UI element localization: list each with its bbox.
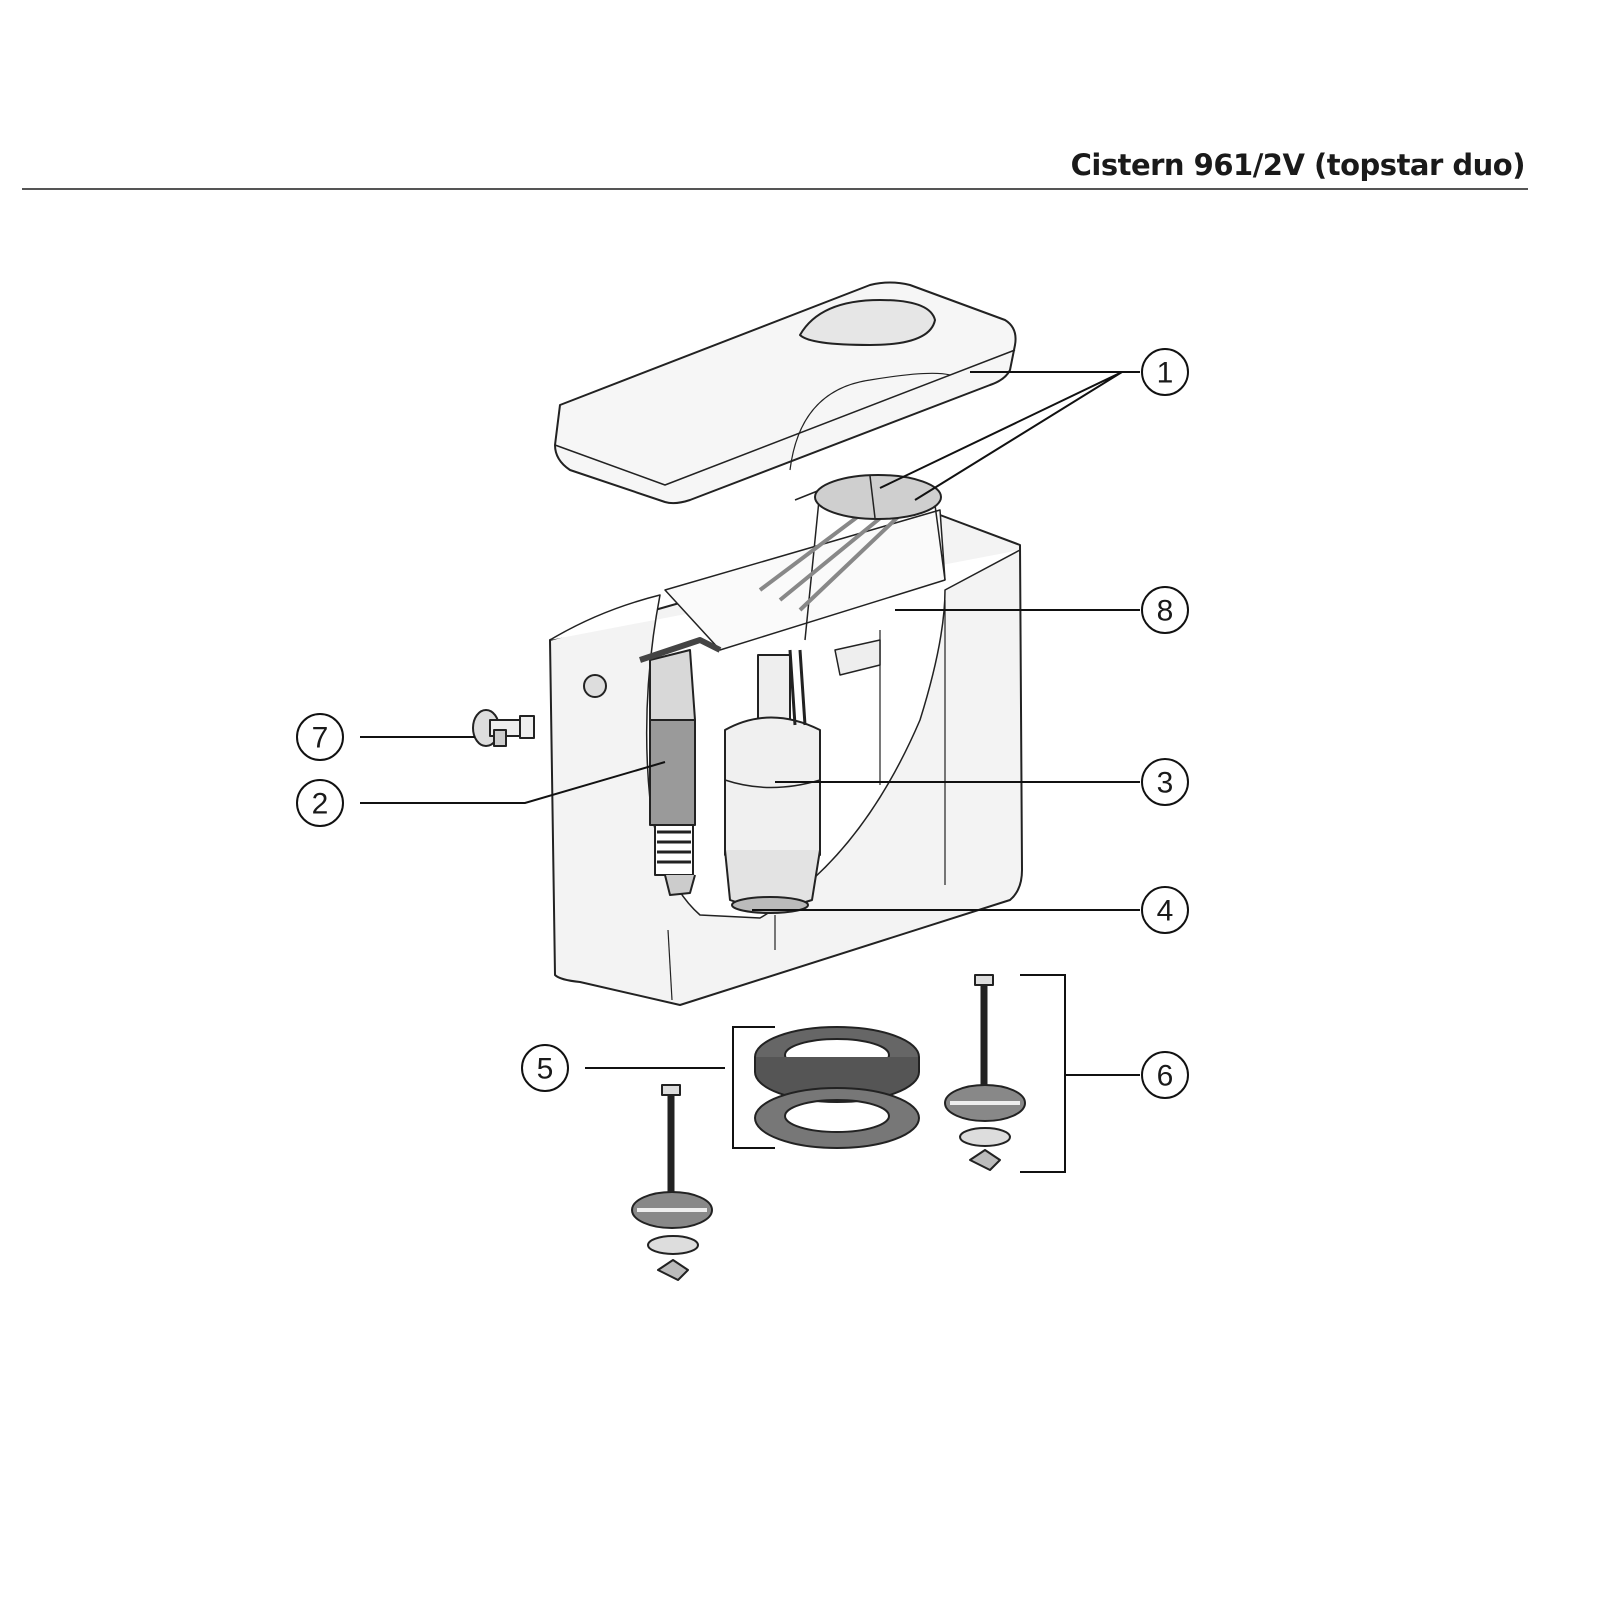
callout-label: 7 xyxy=(312,722,329,755)
flush-valve xyxy=(724,649,821,914)
callout-1: 1 xyxy=(1141,348,1189,396)
diagram-title: Cistern 961/2V (topstar duo) xyxy=(1070,148,1526,182)
callout-6: 6 xyxy=(1141,1051,1189,1099)
callout-2: 2 xyxy=(296,779,344,827)
cistern-lid xyxy=(554,281,1017,505)
callout-label: 5 xyxy=(537,1053,554,1086)
callout-label: 1 xyxy=(1157,357,1174,390)
callout-label: 3 xyxy=(1157,767,1174,800)
callout-7: 7 xyxy=(296,713,344,761)
fixing-set-left xyxy=(631,1084,713,1281)
fill-valve xyxy=(639,637,722,896)
callout-3: 3 xyxy=(1141,758,1189,806)
cone-seals xyxy=(754,1026,920,1149)
fixing-set-right xyxy=(944,974,1026,1171)
leader-lines xyxy=(360,371,1140,1173)
callout-label: 6 xyxy=(1157,1060,1174,1093)
callout-label: 2 xyxy=(312,788,329,821)
title-divider xyxy=(22,188,1528,190)
callout-8: 8 xyxy=(1141,586,1189,634)
frame-bracket xyxy=(664,489,946,676)
callout-label: 8 xyxy=(1157,595,1174,628)
callout-4: 4 xyxy=(1141,886,1189,934)
callout-5: 5 xyxy=(521,1044,569,1092)
angle-valve xyxy=(472,709,535,747)
callout-label: 4 xyxy=(1157,895,1174,928)
dual-flush-button xyxy=(814,474,942,520)
